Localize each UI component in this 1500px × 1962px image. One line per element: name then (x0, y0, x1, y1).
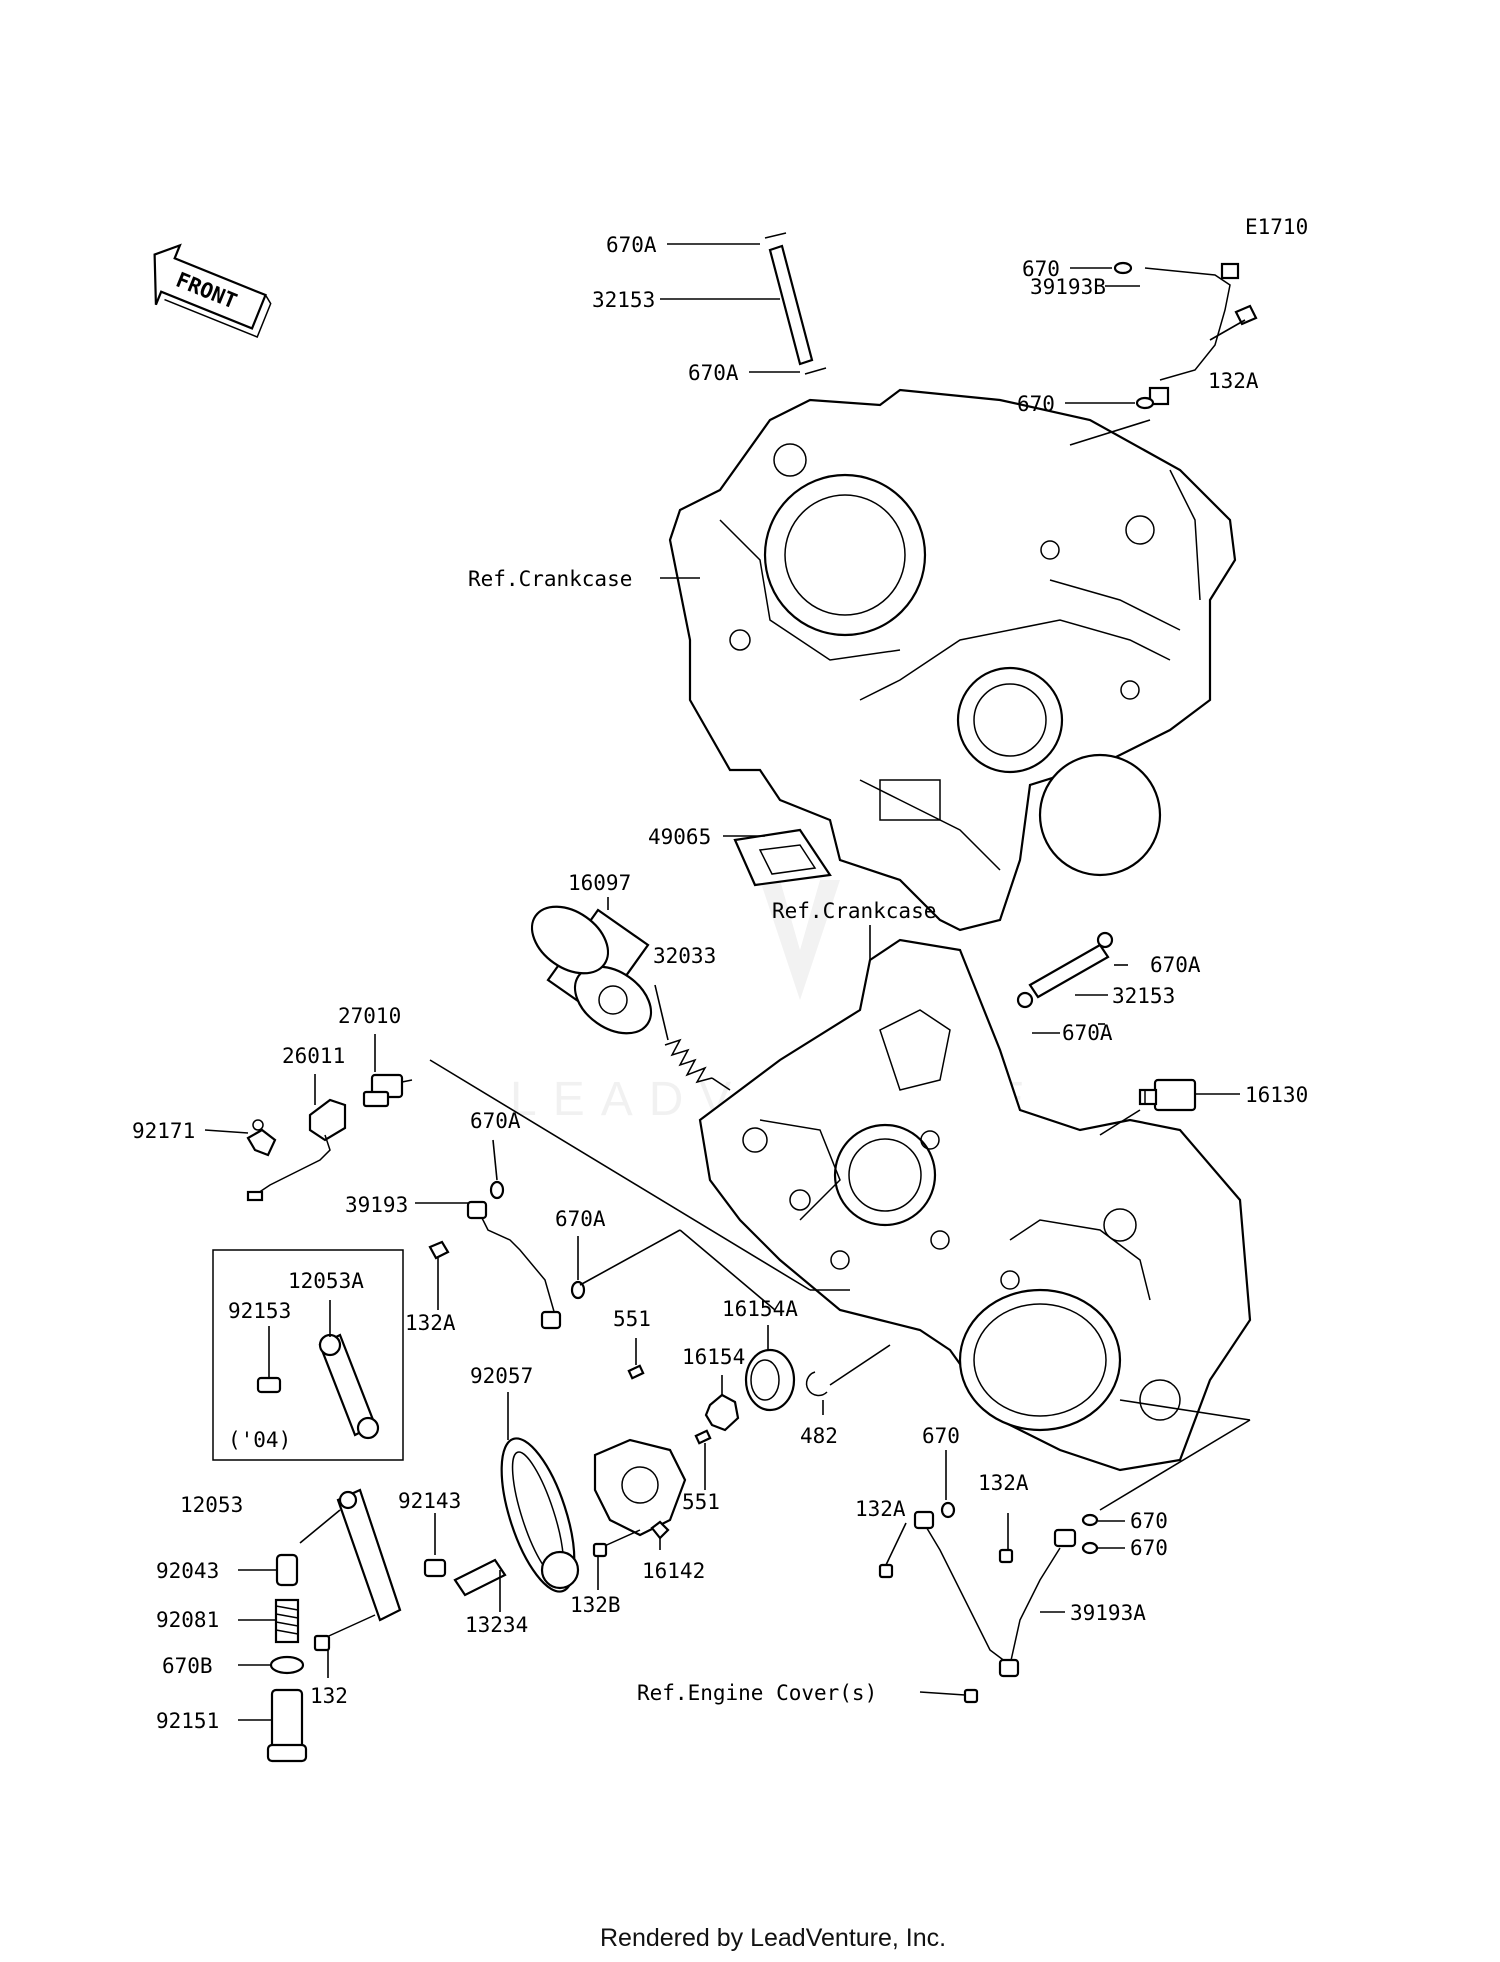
collar-92143 (423, 1558, 447, 1578)
inset-box-2004 (212, 1249, 404, 1461)
label-16130: 16130 (1245, 1083, 1308, 1107)
pins-551 (627, 1364, 712, 1445)
oil-pipe-39193A (878, 1501, 1099, 1704)
label-551: 551 (682, 1490, 720, 1514)
label-27010: 27010 (338, 1004, 401, 1028)
label-39193: 39193 (345, 1193, 408, 1217)
label-26011: 26011 (282, 1044, 345, 1068)
label-551: 551 (613, 1307, 651, 1331)
label-670A: 670A (470, 1109, 521, 1133)
ref-crankcase-lower: Ref.Crankcase (772, 899, 936, 923)
label-16154: 16154 (682, 1345, 745, 1369)
label-92151: 92151 (156, 1709, 219, 1733)
front-arrow-icon: FRONT (153, 243, 272, 338)
guide-12053 (336, 1488, 402, 1622)
label-670: 670 (1130, 1536, 1168, 1560)
upper-crankcase (668, 388, 1237, 932)
footer-credit: Rendered by LeadVenture, Inc. (600, 1924, 946, 1952)
chain-92057 (500, 1437, 580, 1593)
ref-crankcase-upper: Ref.Crankcase (468, 567, 632, 591)
label-32033: 32033 (653, 944, 716, 968)
label-132: 132 (310, 1684, 348, 1708)
spring-92081 (274, 1598, 300, 1644)
label-670A: 670A (1150, 953, 1201, 977)
ref-engine-cover: Ref.Engine Cover(s) (637, 1681, 877, 1705)
label-132A: 132A (1208, 369, 1259, 393)
label-670: 670 (1130, 1509, 1168, 1533)
label-49065: 49065 (648, 825, 711, 849)
label-92153: 92153 (228, 1299, 291, 1323)
oil-pipe-32153-top (764, 232, 827, 375)
bolt-132B (592, 1529, 641, 1558)
label-12053: 12053 (180, 1493, 243, 1517)
rotor-16154A (744, 1348, 796, 1412)
label-132B: 132B (570, 1593, 621, 1617)
label-92081: 92081 (156, 1608, 219, 1632)
oil-filter-16097 (530, 905, 653, 1035)
label-12053A: 12053A (288, 1269, 364, 1293)
label-670: 670 (1022, 257, 1060, 281)
label-92171: 92171 (132, 1119, 195, 1143)
shaft-13234 (453, 1558, 507, 1597)
oil-pipe-39193 (428, 1180, 586, 1330)
oring-670B (269, 1655, 305, 1675)
label-13234: 13234 (465, 1613, 528, 1637)
diagram-code: E1710 (1245, 215, 1308, 239)
switch-27010 (362, 1073, 413, 1108)
leader-lines (204, 243, 1251, 1721)
label-32153: 32153 (1112, 984, 1175, 1008)
circlip-482 (805, 1371, 828, 1397)
oil-pipe-32153-right (1016, 931, 1114, 1009)
label-92057: 92057 (470, 1364, 533, 1388)
label-670: 670 (1017, 392, 1055, 416)
part-labels: 670A 32153 670A 670 39193B 132A 670 Ref.… (132, 233, 1308, 1733)
cap-26011 (246, 1098, 347, 1202)
oil-pipe-39193B (1113, 261, 1258, 410)
oil-pressure-switch-16130 (1138, 1078, 1197, 1112)
label-132A: 132A (978, 1471, 1029, 1495)
label-670: 670 (922, 1424, 960, 1448)
spring-32033 (664, 1038, 713, 1084)
label-670B: 670B (162, 1654, 213, 1678)
label-132A: 132A (855, 1497, 906, 1521)
label-482: 482 (800, 1424, 838, 1448)
label-132A: 132A (405, 1311, 456, 1335)
lower-crankcase (698, 938, 1252, 1472)
oil-pump-16142 (593, 1438, 687, 1540)
label-670A: 670A (1062, 1021, 1113, 1045)
oil-screen-49065 (733, 828, 832, 887)
label-39193B: 39193B (1030, 275, 1106, 299)
plunger-92043 (275, 1553, 299, 1587)
bolt-132 (313, 1614, 376, 1652)
clamp-92171 (246, 1119, 277, 1157)
label-92043: 92043 (156, 1559, 219, 1583)
label-670A: 670A (555, 1207, 606, 1231)
rotor-16154 (704, 1393, 740, 1432)
label-92143: 92143 (398, 1489, 461, 1513)
label-670A: 670A (688, 361, 739, 385)
plug-92151 (266, 1688, 308, 1763)
label-2004: ('04) (228, 1428, 291, 1452)
label-16154A: 16154A (722, 1297, 798, 1321)
label-39193A: 39193A (1070, 1601, 1146, 1625)
label-16097: 16097 (568, 871, 631, 895)
label-32153: 32153 (592, 288, 655, 312)
label-670A: 670A (606, 233, 657, 257)
label-16142: 16142 (642, 1559, 705, 1583)
